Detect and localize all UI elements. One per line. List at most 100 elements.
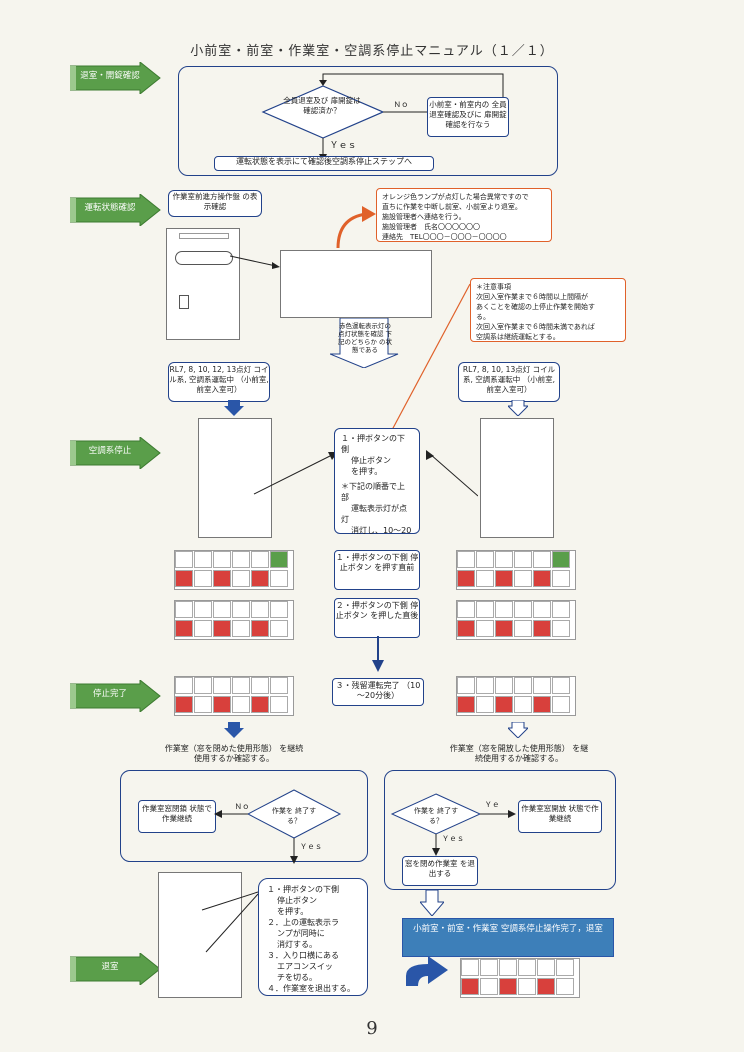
lamp-grid-right-3 bbox=[456, 676, 576, 716]
lamp-cell bbox=[251, 570, 269, 587]
lamp-cell bbox=[514, 601, 532, 618]
completion-banner: 小前室・前室・作業室 空調系停止操作完了，退室 bbox=[402, 918, 614, 957]
instruction-text: ２．上の運転表示ラ bbox=[267, 918, 339, 927]
right-continue-box: 作業室窓開放 状態で作業継続 bbox=[518, 800, 602, 833]
lamp-cell bbox=[457, 551, 475, 568]
instruction-text: 停止ボタン bbox=[351, 456, 391, 465]
no-label: Ｎｏ bbox=[234, 802, 250, 811]
caution-text: 次回入室作業まで６時間以上間隔が bbox=[476, 293, 588, 301]
warning-text: 直ちに作業を中断し前室、小前室より退室。 bbox=[382, 203, 522, 211]
instruction-text: を押す。 bbox=[277, 907, 309, 916]
lamp-cell bbox=[552, 696, 570, 713]
step-label: 運転状態確認 bbox=[84, 203, 136, 213]
end-work-question: 作業を 終了する？ bbox=[271, 807, 317, 825]
lamp-cell bbox=[552, 620, 570, 637]
left-control-panel bbox=[198, 418, 272, 538]
lamp-cell bbox=[495, 620, 513, 637]
lamp-cell bbox=[194, 601, 212, 618]
orange-lamp-warning: オレンジ色ランプが点灯した場合異常ですので 直ちに作業を中断し前室、小前室より退… bbox=[376, 188, 552, 242]
lamp-cell bbox=[175, 551, 193, 568]
lamp-cell bbox=[556, 959, 574, 976]
lamp-grid-right-2 bbox=[456, 600, 576, 640]
lamp-cell bbox=[457, 570, 475, 587]
yes-label: Ｙｅｓ bbox=[441, 834, 465, 843]
lamp-cell bbox=[552, 677, 570, 694]
lamp-cell bbox=[537, 978, 555, 995]
step-label: 停止完了 bbox=[92, 689, 127, 699]
page-title: 小前室・前室・作業室・空調系停止マニュアル（１／１） bbox=[190, 44, 554, 59]
instruction-text: 側 bbox=[341, 445, 349, 454]
lamp-cell bbox=[461, 959, 479, 976]
lamp-cell bbox=[518, 959, 536, 976]
warning-text: オレンジ色ランプが点灯した場合異常ですので bbox=[382, 193, 529, 201]
lamp-cell bbox=[533, 677, 551, 694]
warning-text: 施設管理者 氏名〇〇〇〇〇〇 bbox=[382, 223, 480, 231]
caution-text: 空調系は継続運転とする。 bbox=[476, 333, 560, 341]
lamp-cell bbox=[213, 551, 231, 568]
lamp-cell bbox=[194, 696, 212, 713]
lamp-cell bbox=[213, 620, 231, 637]
lamp-cell bbox=[232, 570, 250, 587]
lamp-cell bbox=[194, 620, 212, 637]
step-arrow-stop-complete: 停止完了 bbox=[70, 680, 162, 712]
final-control-panel bbox=[158, 872, 242, 998]
lamp-cell bbox=[495, 601, 513, 618]
lamp-status-table bbox=[280, 250, 432, 318]
stage-before-press: １・押ボタンの下側 停止ボタン を押す直前 bbox=[334, 550, 420, 590]
warning-text: 施設管理者へ連絡を行う。 bbox=[382, 213, 466, 221]
lamp-cell bbox=[232, 601, 250, 618]
lamp-cell bbox=[232, 677, 250, 694]
lamp-cell bbox=[251, 696, 269, 713]
lamp-cell bbox=[175, 570, 193, 587]
lamp-cell bbox=[518, 978, 536, 995]
step-arrow-exit-confirm: 退室・開錠確認 bbox=[70, 62, 162, 94]
stage-after-press: ２・押ボタンの下側 停止ボタン を押した直後 bbox=[334, 598, 420, 638]
step-label: 退室 bbox=[101, 962, 119, 972]
lamp-grid-left-2 bbox=[174, 600, 294, 640]
lamp-cell bbox=[552, 570, 570, 587]
lamp-grid-left-1 bbox=[174, 550, 294, 590]
result-box: 運転状態を表示にて確認後空調系停止ステップへ bbox=[214, 156, 434, 171]
lamp-cell bbox=[213, 601, 231, 618]
lamp-cell bbox=[533, 601, 551, 618]
lamp-cell bbox=[514, 551, 532, 568]
right-question: 作業室（窓を開放した使用形態） を継続使用するか確認する。 bbox=[449, 744, 589, 763]
lamp-cell bbox=[533, 696, 551, 713]
lamp-cell bbox=[533, 620, 551, 637]
lamp-cell bbox=[175, 601, 193, 618]
no-label: Ｎｏ bbox=[393, 100, 409, 109]
lamp-cell bbox=[270, 696, 288, 713]
lamp-cell bbox=[251, 551, 269, 568]
lamp-cell bbox=[476, 551, 494, 568]
lamp-cell bbox=[213, 677, 231, 694]
instruction-text: １・押ボタンの下 bbox=[341, 434, 405, 443]
end-work-question: 作業を 終了する？ bbox=[413, 807, 459, 825]
step-arrow-status-check: 運転状態確認 bbox=[70, 194, 162, 226]
lamp-cell bbox=[457, 620, 475, 637]
step-arrow-exit: 退室 bbox=[70, 953, 162, 985]
lamp-cell bbox=[194, 570, 212, 587]
instruction-text: ４．作業室を退出する。 bbox=[267, 984, 355, 993]
control-panel-image bbox=[166, 228, 240, 340]
stage-residual-complete: ３・残留運転完了 （10～20分後） bbox=[332, 678, 424, 706]
lamp-cell bbox=[175, 696, 193, 713]
left-continue-box: 作業室窓閉鎖 状態で作業継続 bbox=[138, 800, 216, 833]
close-window-exit-box: 窓を閉め作業室 を退出する bbox=[402, 856, 478, 886]
lamp-cell bbox=[495, 696, 513, 713]
warning-text: 連絡先 TEL〇〇〇－〇〇〇－〇〇〇〇 bbox=[382, 233, 507, 241]
instruction-text: ンプが同時に bbox=[277, 929, 325, 938]
final-instructions: １・押ボタンの下側 停止ボタン を押す。 ２．上の運転表示ラ ンプが同時に 消灯… bbox=[258, 878, 368, 996]
lamp-cell bbox=[476, 570, 494, 587]
lamp-cell bbox=[480, 978, 498, 995]
instruction-text: 運転表示灯が点 bbox=[351, 504, 407, 513]
instruction-text: エアコンスイッ bbox=[277, 962, 333, 971]
step-arrow-hvac-stop: 空調系停止 bbox=[70, 437, 162, 469]
lamp-cell bbox=[514, 677, 532, 694]
lamp-cell bbox=[194, 551, 212, 568]
instruction-text: 消灯する。 bbox=[277, 940, 317, 949]
lamp-cell bbox=[556, 978, 574, 995]
lamp-grid-final bbox=[460, 958, 580, 998]
caution-text: る。 bbox=[476, 313, 490, 321]
flow-exit-connectors bbox=[261, 73, 504, 162]
confirm-panel-box: 作業室前進方操作盤 の表示確認 bbox=[168, 190, 262, 217]
